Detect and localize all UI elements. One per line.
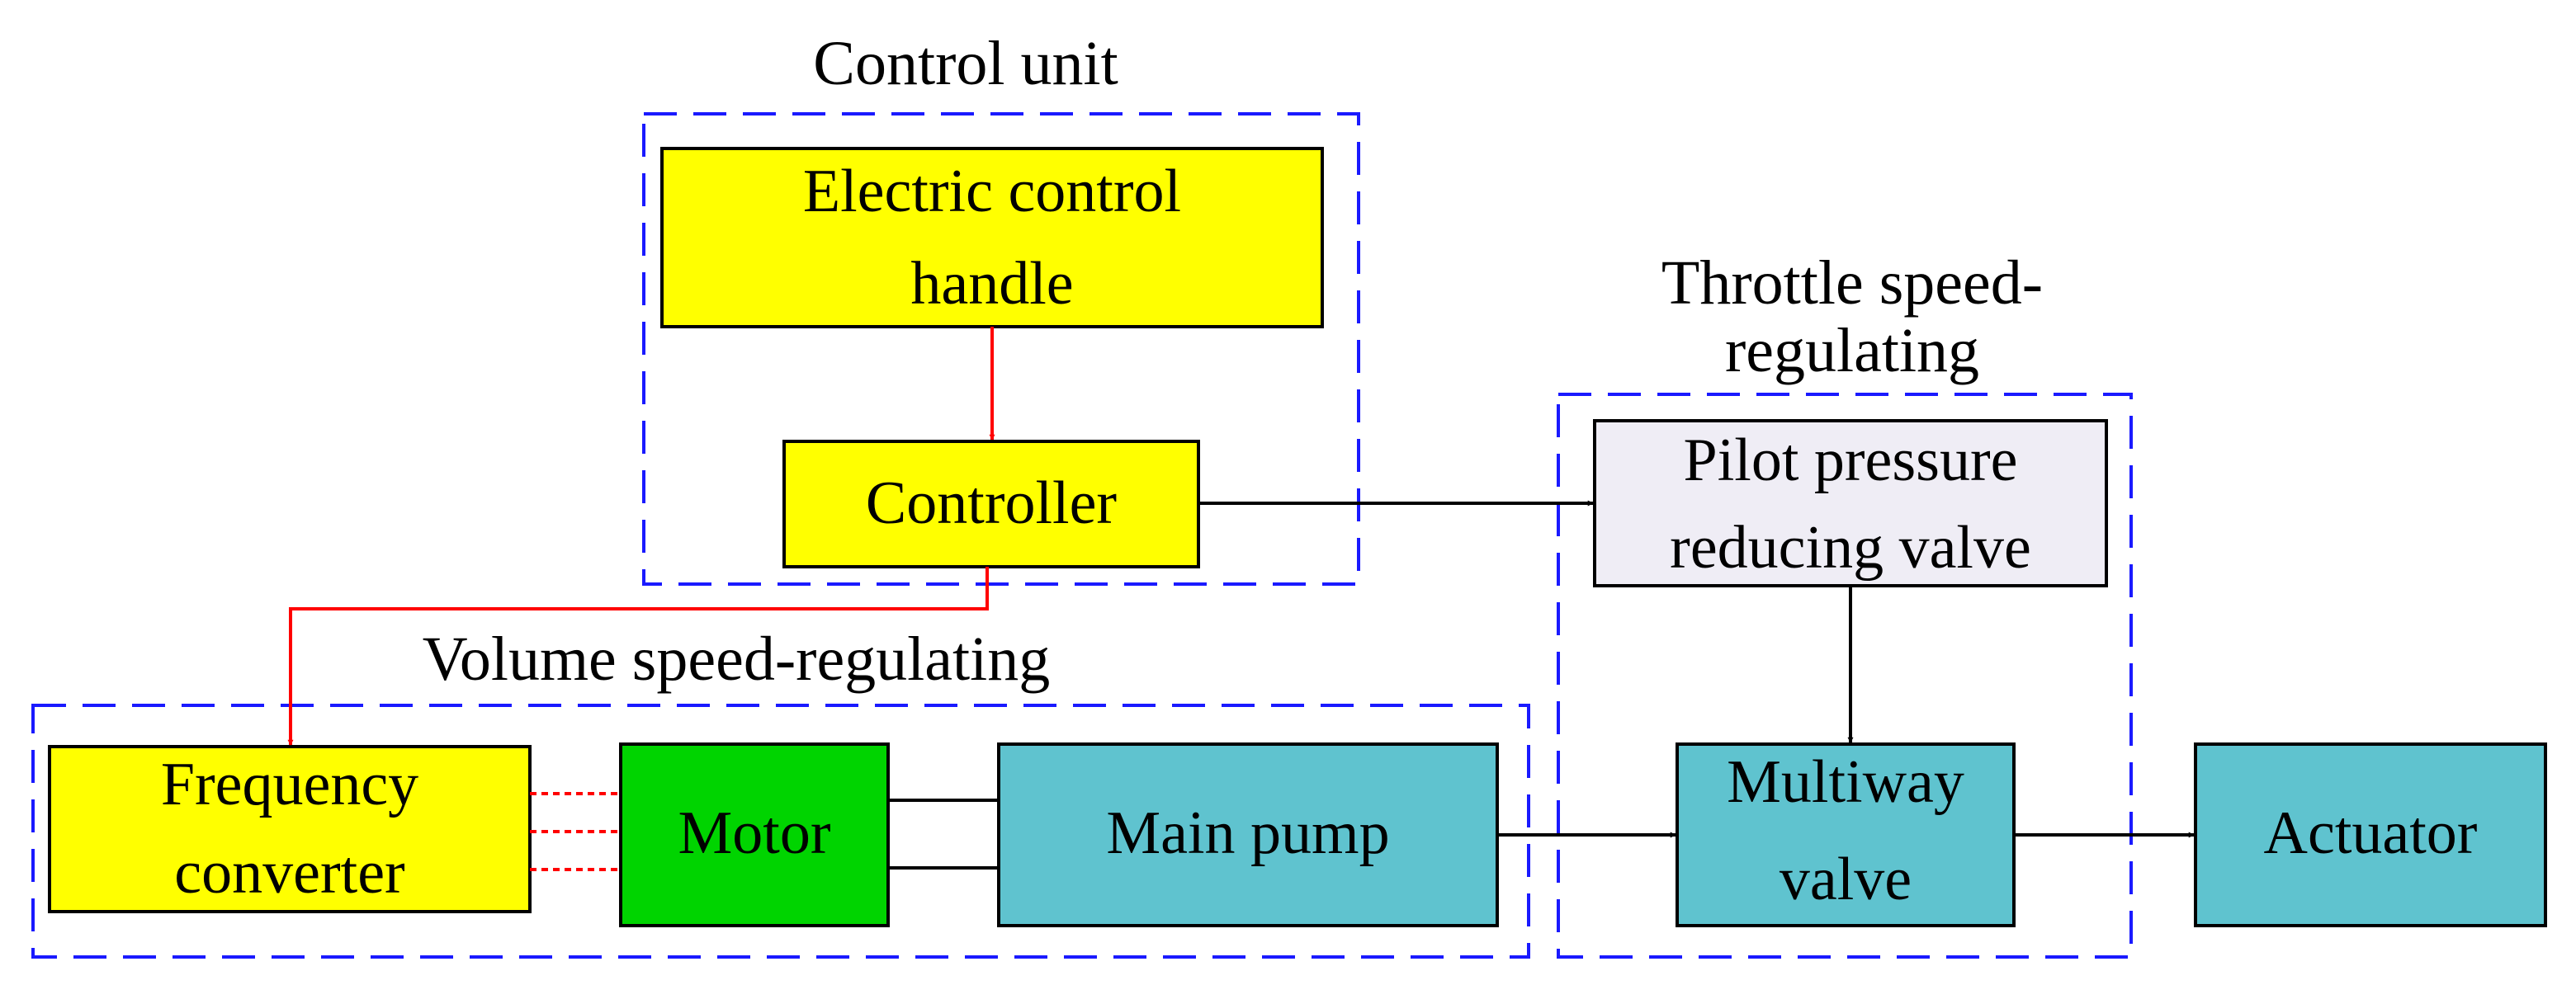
motor-block: Motor (619, 742, 890, 927)
actuator-block: Actuator (2194, 742, 2547, 927)
main-pump-label: Main pump (1106, 799, 1389, 867)
electric-control-handle-line2: handle (910, 250, 1073, 318)
main-pump-block: Main pump (997, 742, 1499, 927)
electric-control-handle-line1: Electric control (803, 158, 1181, 225)
frequency-converter-to-motor-wires (530, 792, 621, 871)
frequency-converter-line1: Frequency (161, 751, 418, 818)
multiway-valve-block: Multiway valve (1676, 742, 2016, 927)
pilot-valve-line2: reducing valve (1670, 514, 2031, 582)
control-unit-boundary (642, 112, 1360, 586)
volume-label: Volume speed-regulating (423, 625, 1051, 694)
motor-to-pump-shaft (888, 799, 999, 870)
controller-label: Controller (866, 469, 1117, 537)
control-unit-label: Control unit (813, 29, 1118, 98)
frequency-converter-line2: converter (174, 839, 404, 907)
volume-boundary (31, 704, 1530, 959)
pilot-pressure-reducing-valve-block: Pilot pressure reducing valve (1593, 419, 2108, 587)
controller-to-frequency-converter-arrow (287, 567, 989, 746)
throttle-boundary (1557, 393, 2133, 959)
actuator-label: Actuator (2264, 799, 2478, 867)
motor-label: Motor (678, 799, 831, 867)
throttle-label-line2: regulating (1725, 316, 1979, 385)
frequency-converter-block: Frequency converter (48, 745, 532, 913)
multiway-valve-line1: Multiway (1727, 748, 1964, 816)
multiway-valve-line2: valve (1780, 846, 1912, 913)
throttle-label-line1: Throttle speed- (1661, 248, 2043, 318)
electric-control-handle-block: Electric control handle (660, 147, 1324, 328)
pilot-valve-line1: Pilot pressure (1684, 427, 2018, 494)
controller-block: Controller (782, 440, 1200, 568)
